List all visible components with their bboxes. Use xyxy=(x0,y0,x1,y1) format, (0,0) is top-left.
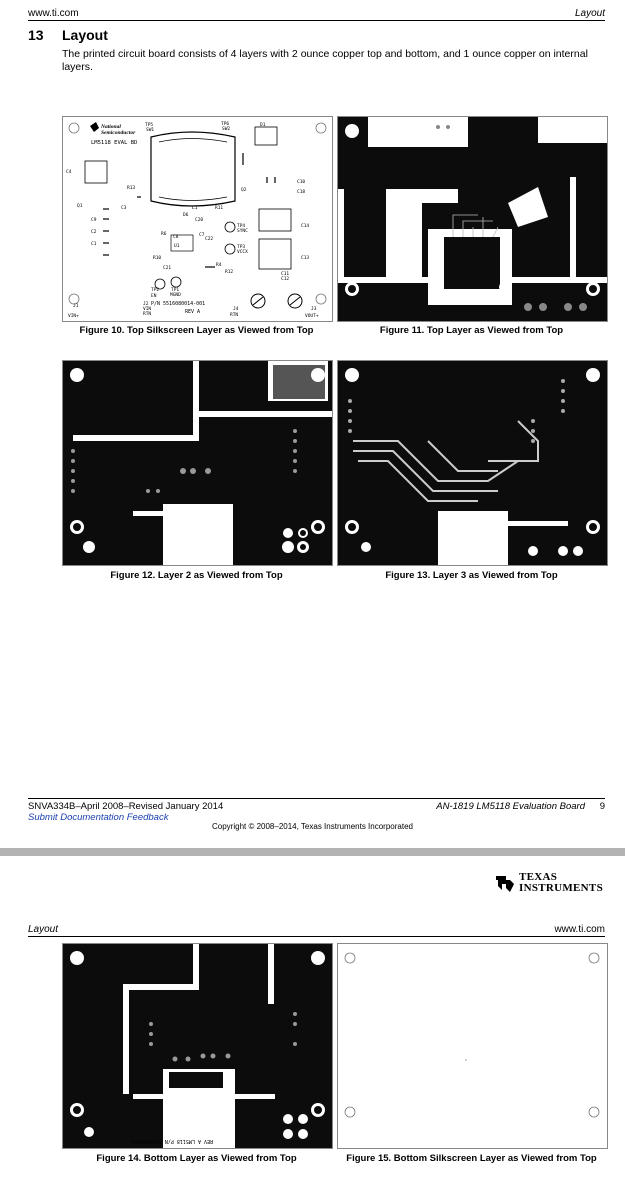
caption-figure-11: Figure 11. Top Layer as Viewed from Top xyxy=(379,325,564,336)
silk-label: TP1 xyxy=(171,287,179,293)
silk-label: C20 xyxy=(195,217,203,223)
silk-label: SW1 xyxy=(146,127,154,133)
silk-label: SW2 xyxy=(222,126,230,132)
silk-label: C14 xyxy=(301,223,309,229)
silk-label: R6 xyxy=(161,231,167,237)
page2-header-site: www.ti.com xyxy=(554,924,605,935)
figure-bottom-silkscreen xyxy=(337,943,608,1149)
silk-label: L1 xyxy=(192,205,198,211)
silk-label: C2 xyxy=(91,229,97,235)
silk-label: C10 xyxy=(297,179,305,185)
silk-label: D1 xyxy=(260,122,266,128)
silk-label: VCCX xyxy=(237,249,248,255)
silk-label: C21 xyxy=(163,265,171,271)
silkscreen-drawing: National Semiconductor LM5118 EVAL BD P/… xyxy=(63,117,332,321)
silk-label: SYNC xyxy=(237,228,248,234)
silk-label: MGND xyxy=(170,292,181,298)
silk-label: J2 xyxy=(143,301,149,307)
page2-header-section: Layout xyxy=(28,924,59,935)
header-rule xyxy=(28,20,605,21)
silk-label: Q2 xyxy=(241,187,247,193)
ti-logo-icon xyxy=(496,876,514,892)
silk-label: C1 xyxy=(91,241,97,247)
silk-label: C9 xyxy=(91,217,97,223)
silk-label: J1 xyxy=(73,303,79,309)
ti-logo-line2: INSTRUMENTS xyxy=(519,882,603,894)
silk-label: R13 xyxy=(127,185,135,191)
footer-copyright: Copyright © 2008–2014, Texas Instruments… xyxy=(212,822,413,831)
silk-label: TP4 xyxy=(237,223,245,229)
silk-label: J4 xyxy=(233,306,239,312)
page2-header-rule xyxy=(28,936,605,937)
caption-figure-12: Figure 12. Layer 2 as Viewed from Top xyxy=(110,570,283,581)
figure-layer-2 xyxy=(62,360,333,566)
silk-label: RTN xyxy=(143,311,151,317)
ul-mark: UL94V-0 xyxy=(456,289,473,294)
silk-board-name: LM5118 EVAL BD xyxy=(91,140,137,146)
silk-label: VOUT+ xyxy=(305,313,319,319)
silk-rev: REV A xyxy=(185,309,200,315)
footer-rule xyxy=(28,798,605,799)
silk-label: C11 xyxy=(281,271,289,277)
caption-figure-10: Figure 10. Top Silkscreen Layer as Viewe… xyxy=(79,325,314,336)
silk-label: U1 xyxy=(174,243,180,249)
ti-logo: TEXAS INSTRUMENTS xyxy=(494,872,603,894)
silk-label: C13 xyxy=(301,255,309,261)
silk-label: TP5 xyxy=(145,122,153,128)
silk-label: C22 xyxy=(205,236,213,242)
figure-layer-3 xyxy=(337,360,608,566)
silk-label: R10 xyxy=(153,255,161,261)
header-section: Layout xyxy=(574,8,605,19)
caption-figure-13: Figure 13. Layer 3 as Viewed from Top xyxy=(385,570,558,581)
section-number: 13 xyxy=(28,27,44,43)
silk-label: VIN xyxy=(143,306,151,312)
submit-feedback-link[interactable]: Submit Documentation Feedback xyxy=(28,812,169,823)
silk-part-number: P/N 5516080014-001 xyxy=(151,301,205,307)
figure-bottom-layer: REV A LM5118 P/N 5516080014 xyxy=(62,943,333,1149)
silk-label: RTN xyxy=(230,312,238,318)
silk-label: R11 xyxy=(215,205,223,211)
silk-label: TP6 xyxy=(221,121,229,127)
silk-logo-line1: National xyxy=(100,124,121,130)
silk-label: C3 xyxy=(121,205,127,211)
caption-figure-15: Figure 15. Bottom Silkscreen Layer as Vi… xyxy=(346,1153,597,1164)
figure-top-silkscreen: National Semiconductor LM5118 EVAL BD P/… xyxy=(62,116,333,322)
section-title: Layout xyxy=(62,27,108,43)
silk-label: TP3 xyxy=(237,244,245,250)
silk-label: Q1 xyxy=(77,203,83,209)
figure-top-layer: UL94V-0 xyxy=(337,116,608,322)
section-body: The printed circuit board consists of 4 … xyxy=(62,48,588,73)
silk-label: C4 xyxy=(66,169,72,175)
silk-label: J3 xyxy=(311,306,317,312)
footer-doc-title: AN-1819 LM5118 Evaluation Board xyxy=(436,801,585,812)
silk-label: C8 xyxy=(173,234,179,240)
silk-label: D6 xyxy=(183,212,189,218)
ti-logo-line1: TEXAS xyxy=(519,871,558,883)
mirrored-board-text: REV A LM5118 P/N 5516080014 xyxy=(132,1138,213,1144)
silk-logo-line2: Semiconductor xyxy=(101,130,136,136)
silk-label: C7 xyxy=(199,232,205,238)
silk-label: TP2 xyxy=(151,287,159,293)
silk-label: C18 xyxy=(297,189,305,195)
footer-doc-id: SNVA334B–April 2008–Revised January 2014 xyxy=(28,801,224,812)
page-separator xyxy=(0,848,625,856)
silk-label: R12 xyxy=(225,269,233,275)
header-site: www.ti.com xyxy=(28,8,79,19)
caption-figure-14: Figure 14. Bottom Layer as Viewed from T… xyxy=(96,1153,297,1164)
silk-label: C12 xyxy=(281,276,289,282)
footer-page-number: 9 xyxy=(599,801,605,812)
silk-label: VIN+ xyxy=(68,313,79,319)
silk-label: R4 xyxy=(216,262,222,268)
silk-label: EN xyxy=(151,293,157,299)
